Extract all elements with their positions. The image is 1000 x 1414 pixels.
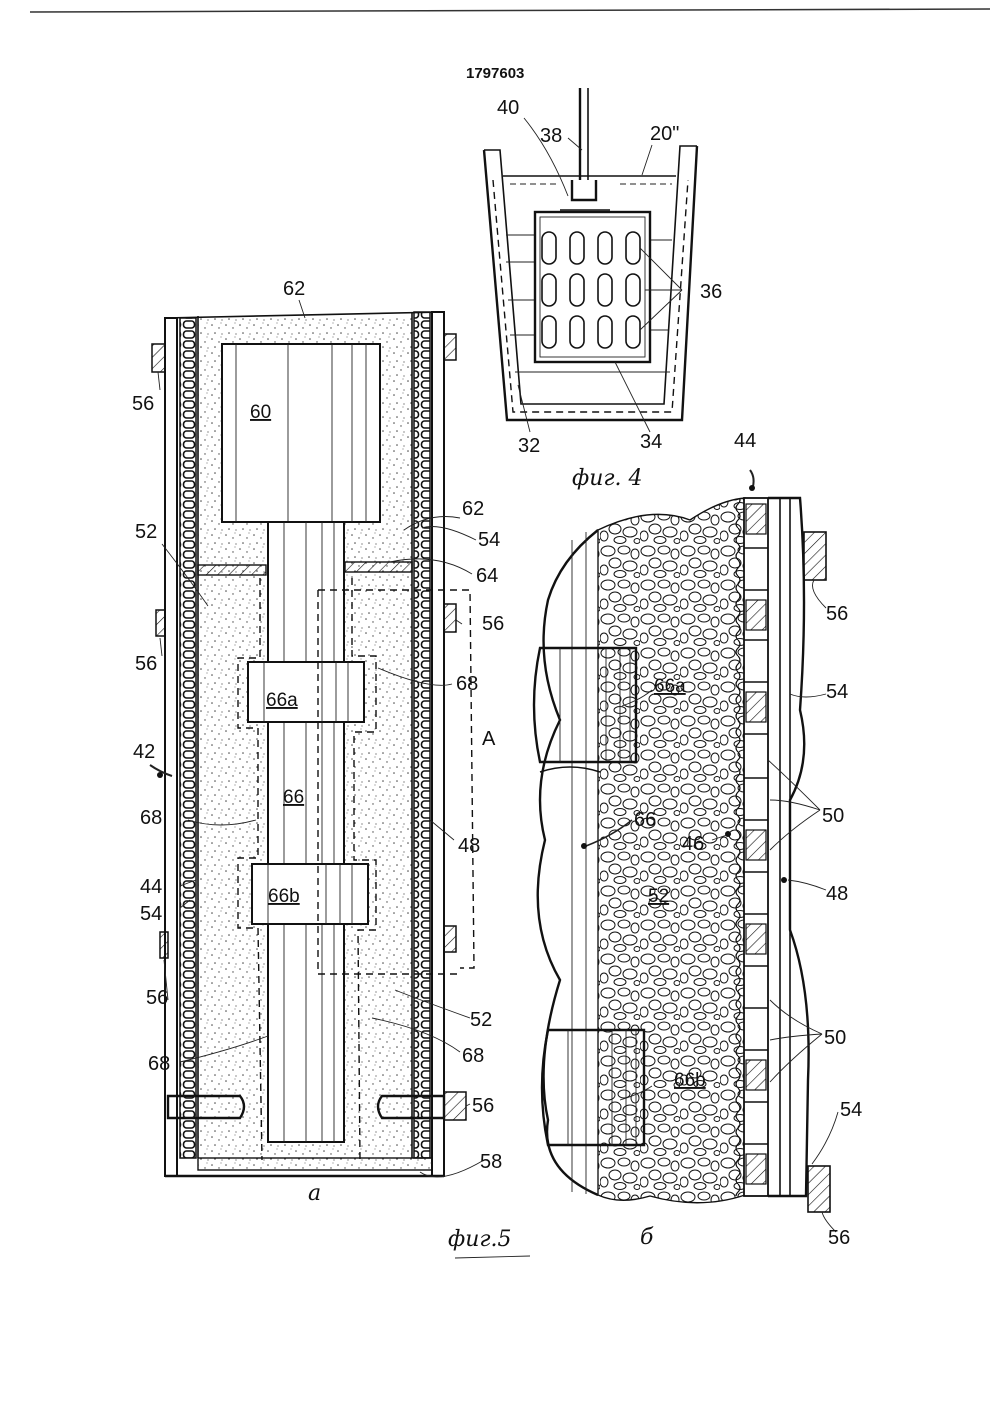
fig5a-label-56-d: 56 [146, 987, 168, 1009]
fig5a-label-68-c: 68 [462, 1045, 484, 1067]
fig5a-label-66a: 66a [266, 690, 298, 711]
fig5b-panel-label: б [640, 1225, 654, 1250]
fig4-caption: фиг. 4 [572, 466, 643, 491]
fig5a-label-52-b: 52 [470, 1009, 492, 1031]
fig5a-label-68-a: 68 [456, 673, 478, 695]
fig5a-plate-64-right [345, 562, 412, 572]
fig5a-label-58: 58 [480, 1151, 502, 1173]
fig5b-label-66b: 66b [674, 1070, 706, 1091]
fig5a-outer-wall-right [432, 312, 444, 1176]
fig5b-label-66: 66 [634, 809, 656, 831]
fig5a-plate-64-left [198, 565, 266, 575]
fig5a-label-66: 66 [283, 787, 304, 808]
fig5a-label-68-d: 68 [148, 1053, 170, 1075]
fig4-label-32: 32 [518, 435, 540, 457]
fig5b-diagram: 44 56 66a 54 50 66 46 52 48 50 66b 54 56… [534, 430, 862, 1250]
fig5b-label-56-a: 56 [826, 603, 848, 625]
fig4-label-36: 36 [700, 281, 722, 303]
fig4-label-20: 20" [650, 123, 679, 145]
fig5a-panel-label: a [308, 1181, 321, 1206]
fig5a-label-44-a: 44 [140, 876, 162, 898]
fig4-label-40: 40 [497, 97, 519, 119]
fig5a-label-A: A [482, 728, 496, 750]
fig5a-label-64: 64 [476, 565, 498, 587]
fig4-insulation-dashed [493, 180, 688, 412]
patent-number: 1797603 [466, 65, 524, 82]
fig5b-label-56-b: 56 [828, 1227, 850, 1249]
fig5b-bricks [744, 504, 768, 1184]
sheet-top-edge [30, 9, 990, 12]
fig5b-label-54-a: 54 [826, 681, 848, 703]
fig5a-label-54-b: 54 [140, 903, 162, 925]
fig5a-label-62-b: 62 [462, 498, 484, 520]
fig4-label-38: 38 [540, 125, 562, 147]
fig5b-wavy-layer-46 [730, 498, 744, 1196]
fig5a-diagram: 62 60 56 52 62 54 64 56 56 68 66a A 42 6… [132, 278, 504, 1206]
fig4-vessel-inner [484, 146, 697, 404]
fig5a-label-48-a: 48 [458, 835, 480, 857]
fig5a-label-68-b: 68 [140, 807, 162, 829]
fig5b-label-66a: 66a [654, 676, 686, 697]
fig4-hook-40 [572, 180, 596, 200]
fig5b-label-48: 48 [826, 883, 848, 905]
fig5a-label-56-a: 56 [132, 393, 154, 415]
fig5a-label-56-b: 56 [482, 613, 504, 635]
fig5a-label-56-e: 56 [472, 1095, 494, 1117]
fig5a-brick-lining-right [414, 312, 430, 1158]
fig4-label-34: 34 [640, 431, 662, 453]
fig4-diagram: 40 38 20" 36 32 34 фиг. 4 [484, 88, 722, 491]
fig5a-label-62-top: 62 [283, 278, 305, 300]
fig5b-outer-shell-54 [768, 498, 809, 1196]
fig5a-brick-lining-left [180, 318, 196, 1158]
fig5b-label-54-b: 54 [840, 1099, 862, 1121]
fig5b-label-46: 46 [682, 833, 704, 855]
fig5b-flange-56-top [804, 532, 826, 580]
fig5b-label-50-b: 50 [824, 1027, 846, 1049]
fig5b-label-50-a: 50 [822, 805, 844, 827]
fig5a-label-60: 60 [250, 402, 271, 423]
fig5a-block-60 [222, 344, 380, 522]
fig5b-label-52: 52 [648, 886, 669, 907]
fig5b-label-44: 44 [734, 430, 756, 452]
fig5b-pebble-fill-52 [598, 498, 745, 1203]
fig4-plate-34 [535, 212, 650, 362]
fig4-slots-36 [542, 232, 640, 348]
fig5a-label-52-a: 52 [135, 521, 157, 543]
fig5a-label-56-c: 56 [135, 653, 157, 675]
fig5a-label-42: 42 [133, 741, 155, 763]
fig5a-outer-wall-left [165, 318, 177, 1176]
fig4-leaders [518, 118, 682, 432]
fig5b-flange-56-bottom [808, 1166, 830, 1212]
fig5-caption: фиг.5 [448, 1227, 512, 1252]
fig5a-label-66b: 66b [268, 886, 300, 907]
fig5a-label-54-a: 54 [478, 529, 500, 551]
